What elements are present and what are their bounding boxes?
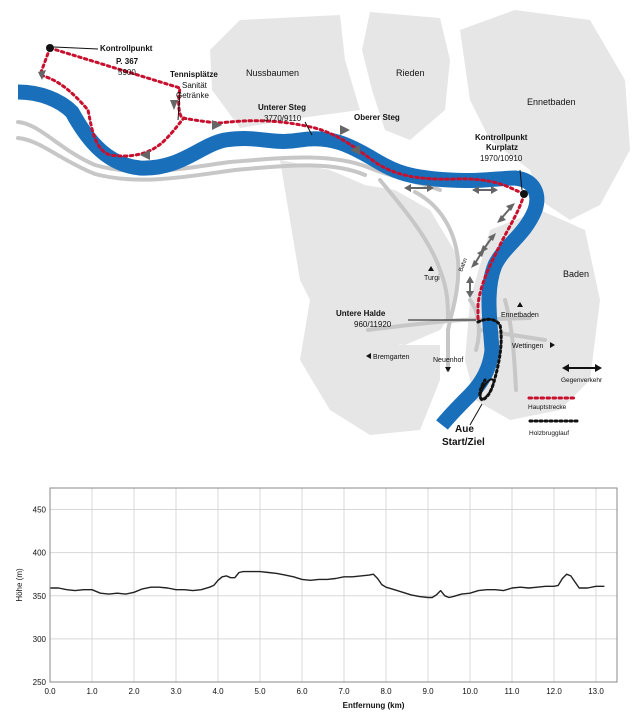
checkpoint-367-sub: P. 367	[116, 57, 139, 66]
district-rieden: Rieden	[396, 68, 425, 78]
legend: Gegenverkehr Hauptstrecke Holzbrugglauf	[527, 364, 603, 437]
y-tick-label: 350	[33, 592, 47, 601]
x-tick-label: 4.0	[212, 687, 224, 696]
direction-arrows	[38, 70, 360, 160]
district-areas	[210, 10, 630, 435]
x-tick-label: 5.0	[254, 687, 266, 696]
chart-grid	[49, 488, 617, 683]
untere-halde-value: 960/11920	[354, 320, 392, 329]
legend-gegenverkehr: Gegenverkehr	[561, 377, 603, 384]
kurplatz-label: Kontrollpunkt	[475, 133, 528, 142]
elevation-series-line	[50, 570, 605, 599]
unterer-steg-value: 3770/9110	[264, 114, 302, 123]
x-tick-label: 9.0	[422, 687, 434, 696]
x-tick-label: 7.0	[338, 687, 350, 696]
start-label-start-ziel: Start/Ziel	[442, 437, 485, 448]
district-nussbaumen: Nussbaumen	[246, 68, 299, 78]
x-tick-label: 6.0	[296, 687, 308, 696]
plot-frame	[49, 487, 618, 683]
y-tick-label: 450	[33, 506, 47, 515]
x-axis-ticks: 0.0 1.0 2.0 3.0 4.0 5.0 6.0 7.0 8.0 9.0 10.0 11.0 12…	[44, 687, 604, 696]
tennis-line2: Getränke	[176, 91, 209, 100]
y-tick-label: 400	[33, 549, 47, 558]
kurplatz-sub: Kurplatz	[486, 143, 518, 152]
x-tick-label: 12.0	[546, 687, 562, 696]
x-tick-label: 11.0	[505, 687, 521, 696]
district-ennetbaden: Ennetbaden	[527, 97, 576, 107]
untere-halde-label: Untere Halde	[336, 309, 386, 318]
y-tick-label: 300	[33, 635, 47, 644]
x-tick-label: 8.0	[380, 687, 392, 696]
place-ennetbaden: Ennetbaden	[501, 312, 539, 319]
oberer-steg-label: Oberer Steg	[354, 113, 400, 122]
route-map: Nussbaumen Rieden Ennetbaden Baden Kontr…	[16, 10, 630, 448]
x-tick-label: 3.0	[170, 687, 182, 696]
district-baden: Baden	[563, 269, 589, 279]
tennis-line1: Sanität	[182, 81, 208, 90]
checkpoint-367-label: Kontrollpunkt	[100, 44, 153, 53]
start-label-aue: Aue	[455, 424, 474, 435]
tennis-label: Tennisplätze	[170, 70, 218, 79]
x-tick-label: 2.0	[128, 687, 140, 696]
kurplatz-marker	[520, 190, 528, 198]
kurplatz-value: 1970/10910	[480, 154, 523, 163]
unterer-steg-label: Unterer Steg	[258, 103, 306, 112]
y-axis-ticks: 250 300 350 400 450	[33, 506, 47, 687]
place-wettingen: Wettingen	[512, 343, 543, 350]
y-axis-label: Höhe (m)	[15, 568, 24, 602]
checkpoint-367-marker	[46, 44, 54, 52]
x-tick-label: 10.0	[462, 687, 478, 696]
legend-holzbrugglauf: Holzbrugglauf	[529, 430, 569, 437]
place-neuenhof: Neuenhof	[433, 357, 463, 364]
y-tick-label: 250	[33, 678, 47, 687]
two-way-arrows	[404, 184, 515, 298]
x-tick-label: 13.0	[588, 687, 604, 696]
elevation-profile-chart: 250 300 350 400 450 0.0 1.0 2.0 3.0 4.0 5.0 6.0 7.0…	[15, 487, 618, 710]
place-turgi: Turgi	[424, 275, 440, 282]
x-tick-label: 1.0	[86, 687, 98, 696]
start-loop	[479, 378, 495, 400]
place-bremgarten: Bremgarten	[373, 354, 410, 361]
x-tick-label: 0.0	[44, 687, 56, 696]
place-bahn: Bahn	[458, 258, 469, 273]
x-axis-label: Entfernung (km)	[343, 701, 405, 710]
legend-hauptstrecke: Hauptstrecke	[528, 404, 567, 411]
checkpoint-367-value: 5900	[118, 68, 136, 77]
